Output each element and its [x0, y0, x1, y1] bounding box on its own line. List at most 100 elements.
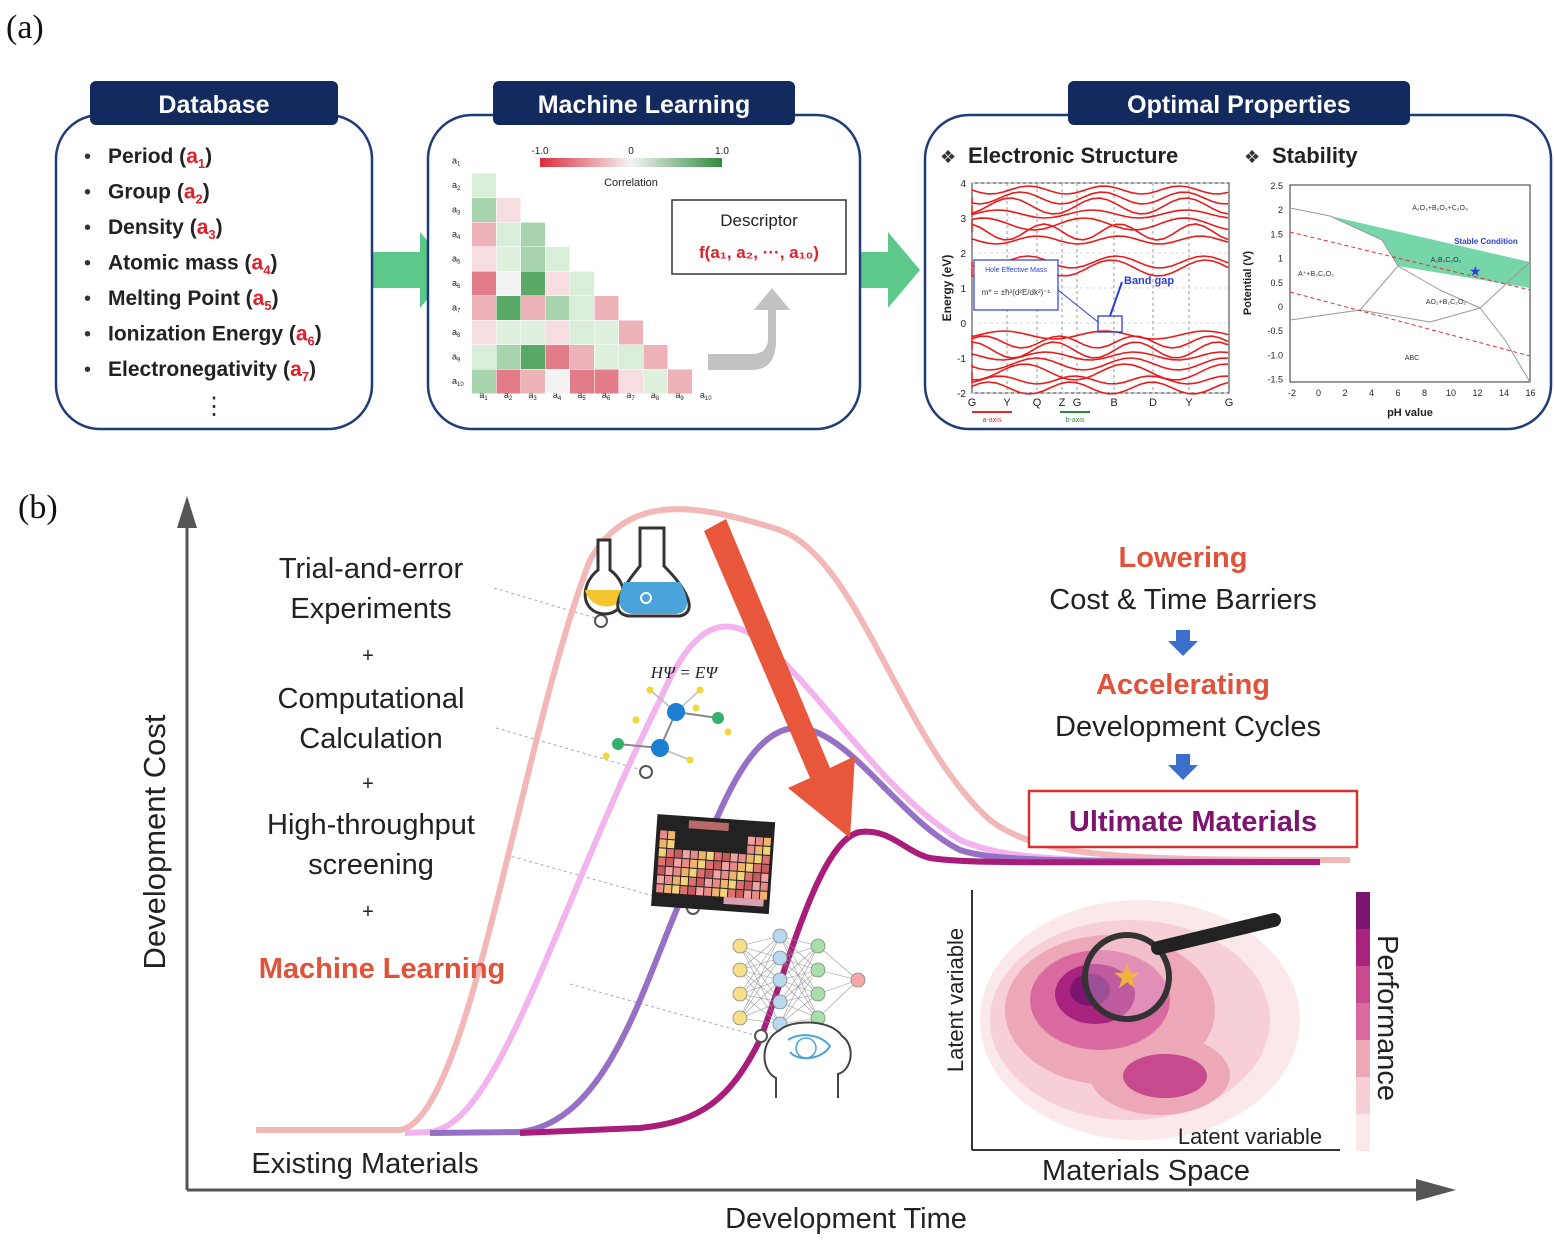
method-label: Machine Learning [259, 953, 506, 985]
bullet-icon: • [84, 146, 91, 168]
effective-mass-inset [973, 259, 1059, 311]
colorbar-min: -1.0 [531, 146, 549, 157]
diamond-icon: ❖ [1244, 147, 1260, 167]
band-ytick: 0 [960, 319, 966, 330]
heatmap-cell [545, 345, 570, 369]
diamond-icon: ❖ [940, 147, 956, 167]
colorbar-label: Correlation [604, 177, 658, 189]
ultimate-materials-box [1027, 789, 1359, 849]
optimal-star-icon: ★ [1112, 958, 1142, 996]
descriptor-box [671, 199, 847, 275]
pourbaix-ytick: 0.5 [1270, 278, 1283, 288]
legend-b-axis: b-axis [1066, 417, 1085, 424]
pourbaix-xtick: 10 [1446, 388, 1456, 398]
heatmap-cell [472, 320, 496, 345]
heatmap-cell [496, 296, 521, 320]
neural-network-icon [732, 928, 866, 1032]
flask-icon [583, 526, 691, 618]
heatmap-col-label: a6 [602, 390, 611, 402]
panel-a-label: (a) [6, 9, 44, 46]
heatmap-cell [496, 198, 521, 222]
heatmap-cell [521, 247, 545, 271]
heatmap-cell [472, 296, 496, 320]
methods-list: Trial-and-errorExperiments+Computational… [259, 553, 506, 985]
heatmap-row-label: a7 [452, 303, 461, 315]
pourbaix-region-label: ABC [1405, 355, 1419, 362]
bullet-icon: • [84, 324, 91, 346]
correlation-heatmap: a1a1a2a2a3a3a4a4a5a5a6a6a7a7a8a8a9a9a10a… [452, 156, 712, 402]
pourbaix-ylabel: Potential (V) [1242, 251, 1254, 316]
database-title: Database [158, 91, 269, 119]
band-ytick: 3 [960, 214, 966, 225]
heatmap-cell [521, 345, 545, 369]
heatmap-cell [668, 369, 692, 394]
lowering-label: Lowering [1119, 542, 1248, 574]
cost-time-label: Cost & Time Barriers [1049, 584, 1317, 616]
method-label: Experiments [290, 593, 451, 625]
pourbaix-ytick: -1.5 [1267, 375, 1283, 385]
method-label: screening [308, 849, 434, 881]
heatmap-col-label: a5 [577, 390, 586, 402]
pourbaix-ytick: 1 [1278, 254, 1283, 264]
optimal-title: Optimal Properties [1127, 91, 1351, 119]
pourbaix-region-label: AO₂+B₂C₂O₂ [1426, 299, 1467, 306]
heatmap-col-label: a4 [553, 390, 562, 402]
heatmap-cell [594, 296, 619, 320]
heatmap-cell [570, 369, 594, 394]
latent-x-label: Latent variable [1178, 1124, 1322, 1149]
optimal-box: Optimal Properties ❖ Electronic Structur… [923, 81, 1553, 431]
database-item: Ionization Energy (a6) [108, 323, 322, 349]
database-box: Database •Period (a1)•Group (a2)•Density… [54, 81, 374, 431]
performance-colorbar-cell [1356, 1003, 1370, 1040]
pourbaix-ytick: 2 [1278, 205, 1283, 215]
acceleration-arrow [704, 519, 855, 838]
heatmap-cell [496, 320, 521, 345]
method-label: Calculation [299, 723, 442, 755]
heatmap-cell [570, 320, 594, 345]
heatmap-cell [521, 369, 545, 394]
performance-colorbar-cell [1356, 1114, 1370, 1151]
band-ytick: 4 [960, 179, 966, 190]
heatmap-cell [594, 369, 619, 394]
bullet-icon: • [84, 359, 91, 381]
descriptor-title: Descriptor [720, 211, 798, 230]
pourbaix-xtick: 0 [1316, 388, 1321, 398]
database-item: Period (a1) [108, 145, 212, 171]
pourbaix-ytick: -0.5 [1267, 326, 1283, 336]
node-trial [594, 614, 608, 628]
down-arrow-icon [1168, 630, 1198, 656]
heatmap-cell [496, 247, 521, 271]
ml-title: Machine Learning [538, 91, 751, 119]
pourbaix-region-label: A⁺+B₂C₂O₂ [1298, 271, 1334, 278]
band-kpoint: Y [1185, 397, 1193, 409]
x-axis-label: Development Time [725, 1203, 967, 1235]
heatmap-cell [472, 247, 496, 271]
band-ytick: 2 [960, 249, 966, 260]
bullet-icon: • [84, 182, 91, 204]
method-label: Trial-and-error [279, 553, 464, 585]
band-kpoint: D [1149, 397, 1157, 409]
heatmap-row-label: a5 [452, 254, 461, 266]
heatmap-cell [496, 369, 521, 394]
stable-star-icon: ★ [1469, 263, 1482, 279]
band-kpoint: B [1110, 397, 1117, 409]
plus-sign: + [362, 773, 374, 795]
heatmap-col-label: a1 [479, 390, 488, 402]
heatmap-row-label: a2 [452, 180, 461, 192]
database-item: Melting Point (a5) [108, 287, 279, 313]
band-kpoint: Y [1003, 397, 1011, 409]
bullet-icon: • [84, 253, 91, 275]
heatmap-row-label: a1 [452, 156, 461, 168]
heatmap-col-label: a7 [626, 390, 635, 402]
heatmap-cell [472, 271, 496, 296]
panel-b-label: (b) [18, 489, 58, 526]
colorbar-mid: 0 [628, 146, 634, 157]
heatmap-cell [545, 369, 570, 394]
y-axis-arrow-icon [177, 496, 197, 528]
heatmap-cell [643, 345, 668, 369]
heatmap-row-label: a9 [452, 352, 461, 364]
database-item: Group (a2) [108, 181, 210, 207]
accelerating-label: Accelerating [1096, 669, 1270, 701]
heatmap-cell [472, 222, 496, 247]
heatmap-cell [472, 173, 496, 198]
